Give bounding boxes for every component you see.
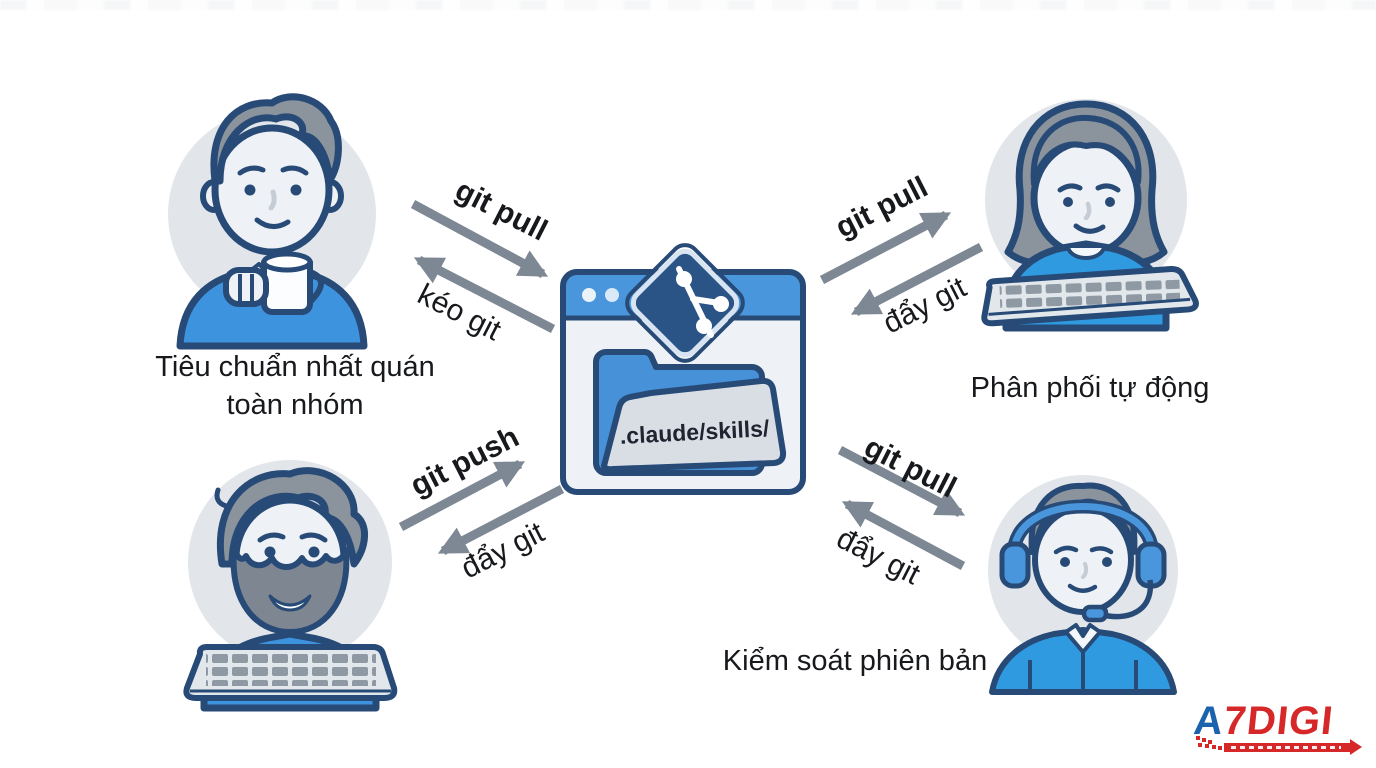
keyboard-icon bbox=[981, 266, 1199, 327]
caption-auto-distribution: Phân phối tự động bbox=[970, 372, 1210, 404]
a7digi-logo-text: A7DIGI bbox=[1192, 699, 1372, 743]
a7digi-logo-dots bbox=[1196, 736, 1200, 740]
central-repo-window: .claude/skills/ bbox=[560, 243, 806, 495]
developer-avatar-beard bbox=[183, 460, 398, 712]
keyboard-icon bbox=[183, 644, 398, 701]
headset-icon bbox=[999, 499, 1167, 623]
arrow-git-pull-top-right bbox=[819, 211, 952, 284]
arrow-git-pull-top-left bbox=[410, 200, 549, 278]
a7digi-tagline-arrow bbox=[1224, 739, 1362, 755]
window-dot bbox=[605, 288, 619, 302]
arrow-day-git-bottom-left bbox=[437, 485, 565, 555]
coffee-mug-icon bbox=[223, 251, 324, 315]
support-avatar-headset bbox=[988, 475, 1178, 695]
developer-avatar-woman bbox=[981, 99, 1199, 332]
arrow-git-push-bottom-left bbox=[398, 460, 526, 531]
developer-avatar-coffee bbox=[168, 93, 376, 350]
caption-line: toàn nhóm bbox=[226, 389, 364, 421]
top-edge-artifact bbox=[0, 0, 1376, 10]
caption-version-control: Kiểm soát phiên bản bbox=[722, 645, 988, 677]
git-logo-icon bbox=[625, 243, 745, 363]
window-dot bbox=[582, 288, 596, 302]
a7digi-logo-rest: 7DIGI bbox=[1221, 699, 1336, 743]
caption-team-standards: Tiêu chuẩn nhất quán toàn nhóm bbox=[155, 348, 434, 424]
arrow-keo-git-top-left bbox=[413, 255, 556, 334]
arrow-git-pull-bottom-right bbox=[837, 446, 966, 517]
caption-line: Tiêu chuẩn nhất quán bbox=[155, 351, 435, 383]
a7digi-tagline-text-illegible bbox=[1231, 746, 1341, 749]
arrow-day-git-top-right bbox=[850, 243, 984, 316]
folder-icon: .claude/skills/ bbox=[593, 349, 787, 476]
a7digi-logo: A7DIGI bbox=[1192, 699, 1372, 755]
arrow-day-git-bottom-right bbox=[841, 500, 966, 570]
